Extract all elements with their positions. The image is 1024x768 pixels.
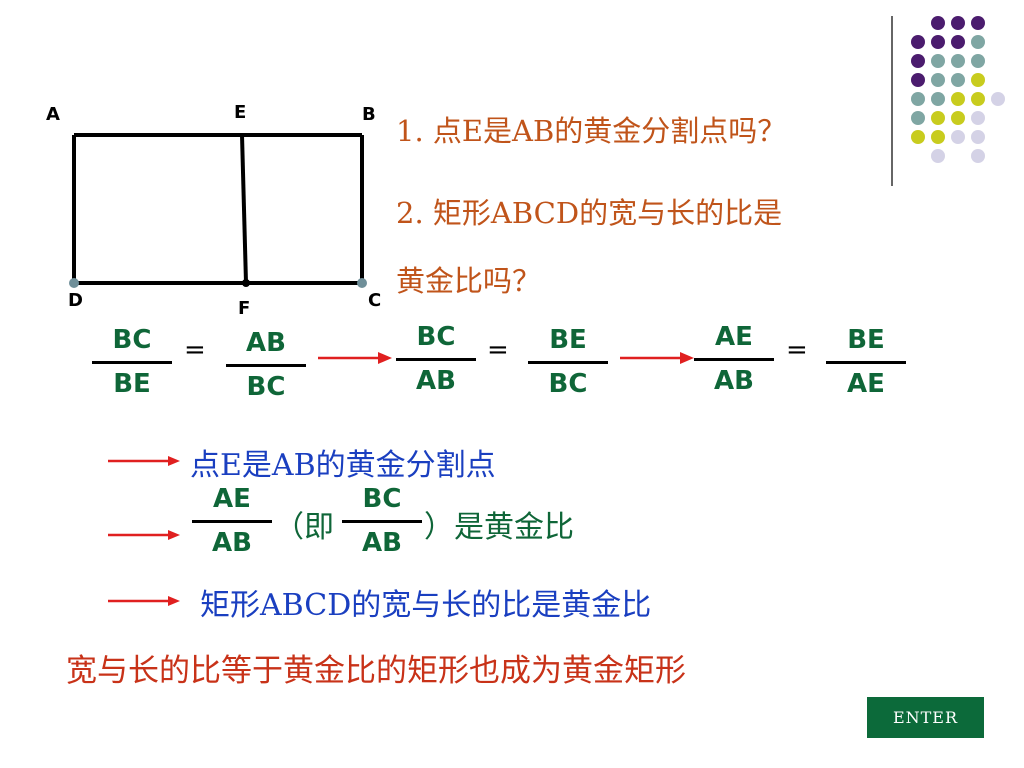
decorative-dot [931,130,945,144]
question-2-line-1: 2. 矩形ABCD的宽与长的比是 [396,196,783,230]
arrow-right-icon [108,596,180,606]
decorative-dot [911,111,925,125]
denominator: BC [246,372,286,402]
decorative-dot [971,149,985,163]
denominator: AB [714,366,754,396]
label-d: D [68,290,83,311]
decorative-dot [931,54,945,68]
decorative-dot [971,35,985,49]
divider-line [891,16,893,186]
decorative-dot [951,111,965,125]
fraction-bar [192,520,272,523]
fraction-ae-ab-conclusion: AE AB [192,482,272,562]
decorative-dot [971,54,985,68]
conclusion-1: 点E是AB的黄金分割点 [190,448,496,483]
denominator: BC [548,369,588,399]
label-c: C [368,290,382,311]
point-f [242,279,250,287]
numerator: AE [213,484,251,514]
decorative-dot [931,149,945,163]
numerator: BC [416,322,456,352]
numerator: AB [246,328,286,358]
decorative-dot [911,92,925,106]
decorative-dot [931,16,945,30]
denominator: AB [212,528,252,558]
fraction-bar [694,358,774,361]
fraction-bar [528,361,608,364]
fraction-bar [226,364,306,367]
arrow-right-icon [620,352,694,364]
numerator: BC [112,325,152,355]
decorative-dot [971,130,985,144]
decorative-dot [951,73,965,87]
denominator: AB [416,366,456,396]
decorative-dot [931,35,945,49]
decorative-dot [951,92,965,106]
denominator: AE [847,369,885,399]
fraction-bc-ab: BC AB [396,320,476,400]
numerator: BE [549,325,587,355]
decorative-dot [911,130,925,144]
label-a: A [46,104,60,125]
denominator: BE [113,369,151,399]
equals-sign: = [184,335,206,365]
conclusion-3: 矩形ABCD的宽与长的比是黄金比 [200,588,652,623]
label-b: B [362,104,376,125]
summary-statement: 宽与长的比等于黄金比的矩形也成为黄金矩形 [66,653,686,689]
point-d [69,278,79,288]
decorative-dot [911,35,925,49]
question-2-line-2: 黄金比吗？ [396,264,542,298]
arrow-right-icon [318,352,392,364]
enter-button[interactable]: ENTER [867,697,984,738]
decorative-dot [951,16,965,30]
numerator: BC [362,484,402,514]
fraction-ae-ab: AE AB [694,320,774,400]
decorative-dot [931,73,945,87]
fraction-bc-be: BC BE [92,323,172,403]
label-e: E [234,102,247,123]
arrow-right-icon [108,530,180,540]
fraction-ab-bc: AB BC [226,326,306,406]
fraction-bar [342,520,422,523]
decorative-dot [911,54,925,68]
fraction-be-ae: BE AE [826,323,906,403]
decorative-dot [931,111,945,125]
numerator: AE [715,322,753,352]
question-1: 1. 点E是AB的黄金分割点吗？ [396,114,787,148]
decorative-dot [971,92,985,106]
decorative-dot [971,111,985,125]
decorative-dot [951,130,965,144]
fraction-bar [396,358,476,361]
rectangle-figure [69,133,367,288]
numerator: BE [847,325,885,355]
fraction-bar [92,361,172,364]
decorative-dot [931,92,945,106]
equals-sign: = [786,335,808,365]
segment-ef [240,134,248,284]
decorative-dot [951,54,965,68]
conclusion-2-mid: （即 [274,510,334,545]
decorative-dot [971,73,985,87]
fraction-bc-ab-conclusion: BC AB [342,482,422,562]
conclusion-2-tail: ）是黄金比 [424,510,574,545]
decorative-dot [991,92,1005,106]
denominator: AB [362,528,402,558]
fraction-bar [826,361,906,364]
arrow-right-icon [108,456,180,466]
equals-sign: = [487,335,509,365]
fraction-be-bc: BE BC [528,323,608,403]
label-f: F [238,298,251,319]
decorative-dot [971,16,985,30]
decorative-dot [911,73,925,87]
point-c [357,278,367,288]
decorative-dot [951,35,965,49]
